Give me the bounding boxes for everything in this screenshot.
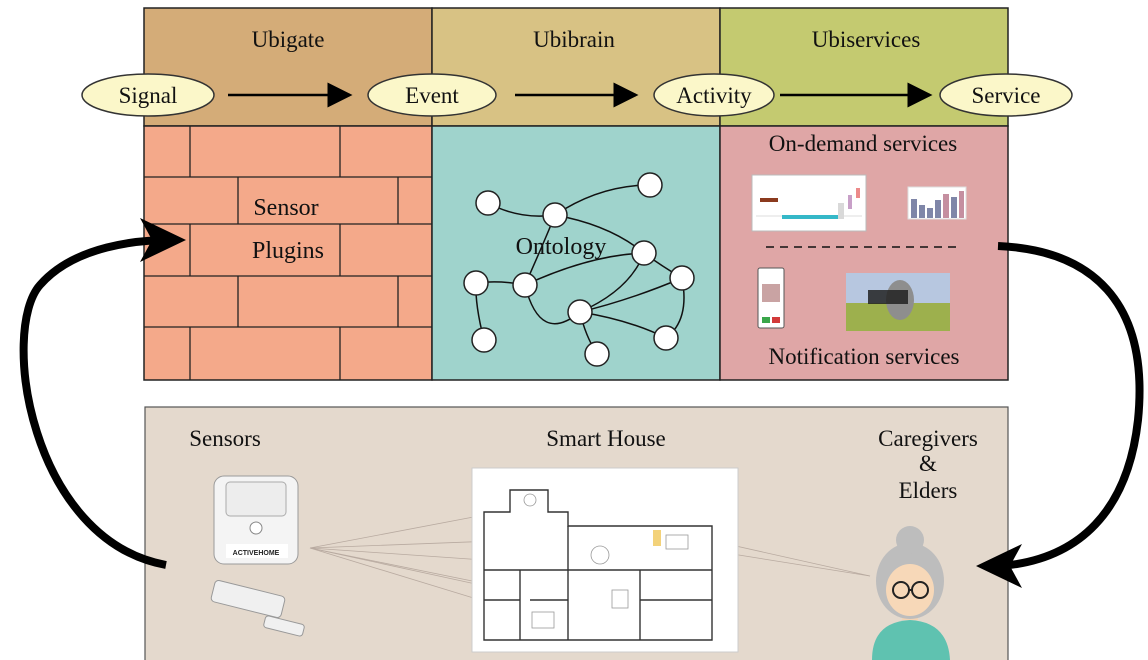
ontology-node: [542, 202, 568, 228]
motion-sensor-image: ACTIVEHOME: [213, 475, 299, 565]
right-arrow-head: [976, 544, 1022, 588]
plugins-line1: Sensor: [253, 195, 318, 221]
ontology-node: [471, 327, 497, 353]
notification-title: Notification services: [769, 344, 960, 369]
flow-nodes: Signal Event Activity Service: [81, 73, 1073, 117]
plugins-line2: Plugins: [252, 238, 324, 264]
ontology-panel: Ontology: [431, 125, 721, 381]
services-background: [719, 125, 1009, 381]
sensor-brand: ACTIVEHOME: [233, 550, 280, 557]
activity-label: Activity: [676, 83, 752, 108]
bottom-panel: Sensors Smart House Caregivers & Elders …: [144, 406, 1009, 660]
caregivers-line3: Elders: [899, 478, 958, 503]
signal-label: Signal: [119, 83, 178, 108]
ontology-label: Ontology: [516, 234, 607, 260]
ontology-node: [669, 265, 695, 291]
plugins-panel: Sensor Plugins: [143, 125, 433, 381]
ontology-node: [475, 190, 501, 216]
ontology-node: [653, 325, 679, 351]
ontology-node: [631, 240, 657, 266]
event-node: [367, 73, 497, 117]
ubigate-title: Ubigate: [252, 27, 325, 52]
activity-timeline-thumbnail: [751, 174, 867, 232]
brick-wall: [143, 125, 433, 381]
smart-house-title: Smart House: [546, 426, 665, 451]
service-node: [939, 73, 1073, 117]
ontology-node: [567, 299, 593, 325]
door-sensor-image: [210, 579, 305, 637]
ontology-node: [512, 272, 538, 298]
ontology-node: [637, 172, 663, 198]
left-arrow-head: [140, 218, 186, 262]
brick-lines: [144, 126, 432, 380]
services-panel: On-demand services: [719, 125, 1009, 381]
service-label: Service: [972, 83, 1041, 108]
feedback-arrows: [19, 218, 1144, 588]
ubiservices-title: Ubiservices: [812, 27, 921, 52]
ubibrain-title: Ubibrain: [533, 27, 615, 52]
event-label: Event: [405, 83, 459, 108]
phone-alert-thumbnail: [757, 267, 785, 329]
activity-node: [653, 73, 775, 117]
right-curved-arrow: [997, 242, 1144, 570]
ontology-node: [463, 270, 489, 296]
caregivers-line1: Caregivers: [878, 426, 978, 451]
on-demand-title: On-demand services: [769, 131, 957, 156]
ontology-node: [584, 341, 610, 367]
elder-avatar: [872, 526, 950, 660]
left-curved-arrow: [19, 236, 171, 569]
signal-node: [81, 73, 215, 117]
sensors-title: Sensors: [189, 426, 261, 451]
bar-chart-thumbnail: [907, 186, 967, 220]
video-notification-thumbnail: [846, 273, 950, 331]
ontology-nodes: [463, 172, 695, 367]
layer-headers: Ubigate Ubibrain Ubiservices: [143, 7, 1009, 127]
caregivers-line2: &: [919, 451, 937, 476]
smart-house-floor-plan: [471, 467, 739, 653]
